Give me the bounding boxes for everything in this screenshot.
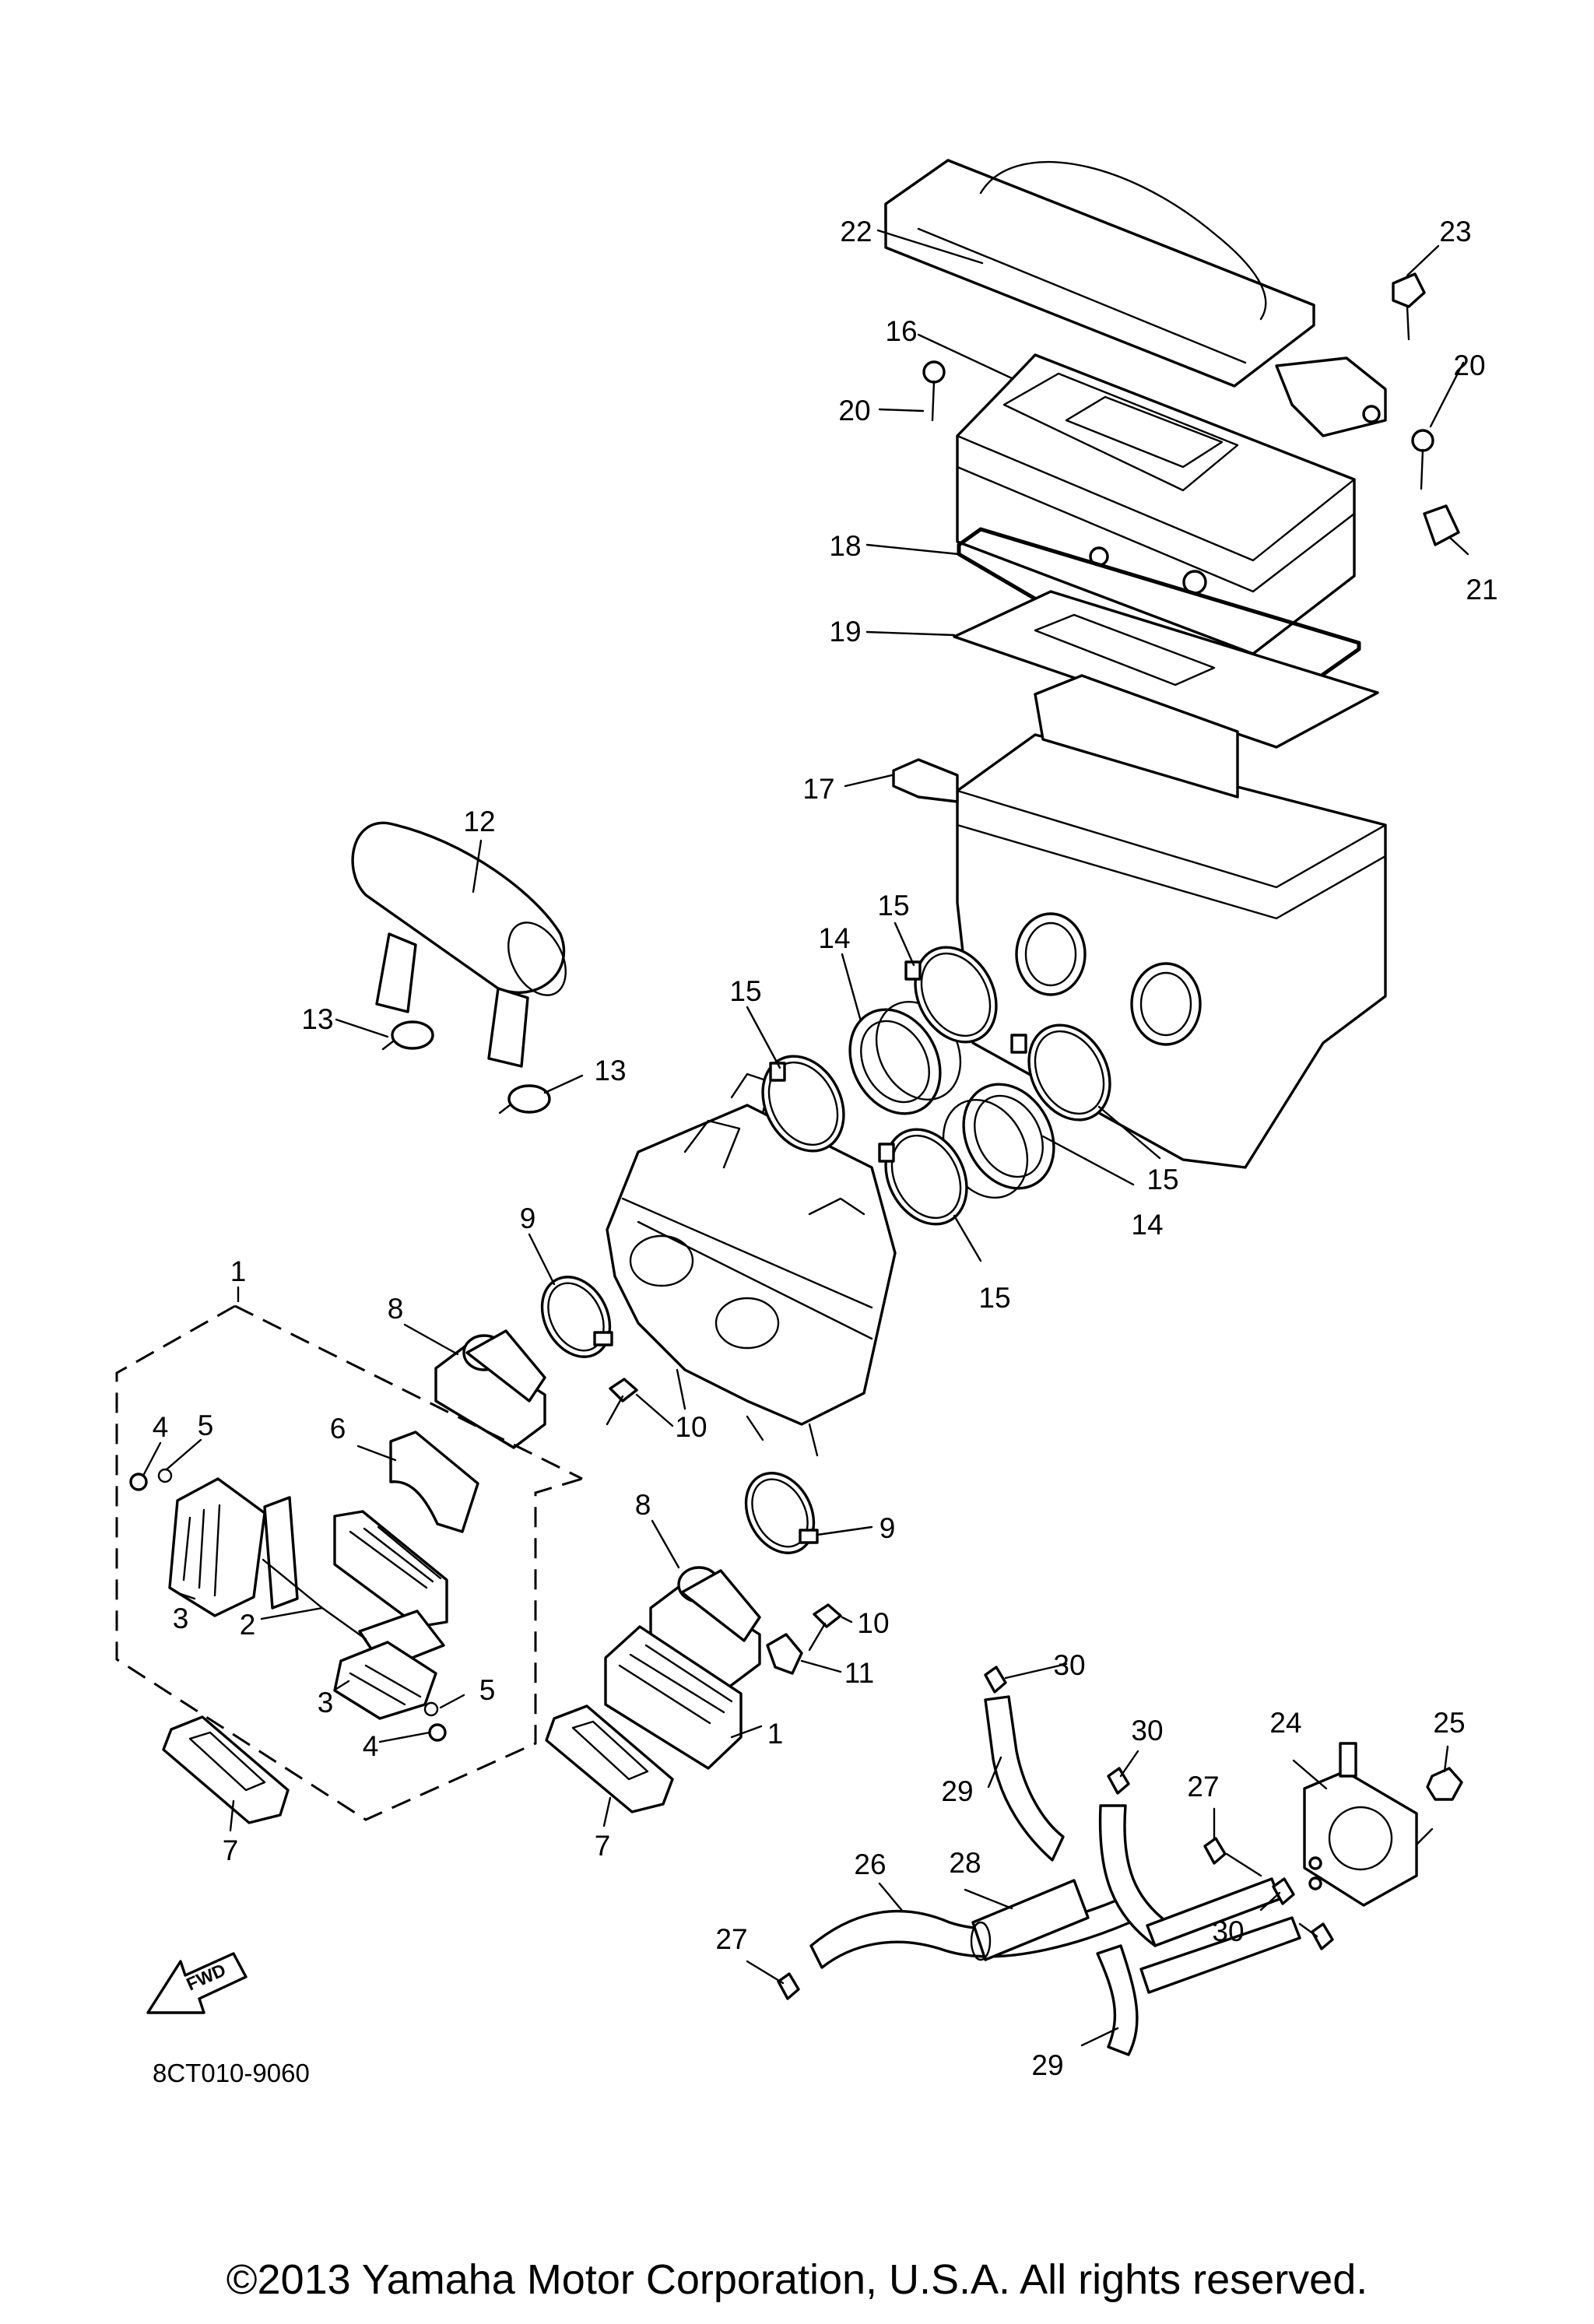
clip-27-upper [1203, 1837, 1227, 1865]
intake-manifold-8-lower [649, 1566, 761, 1689]
callout-2: 2 [240, 1609, 256, 1641]
callout-13: 13 [301, 1003, 333, 1035]
carburetor-assembly [606, 1072, 897, 1457]
joint-14-lower [942, 1083, 1055, 1199]
screw-4-upper [129, 1473, 148, 1491]
callout-17: 17 [802, 773, 834, 805]
callout-30: 30 [1053, 1649, 1085, 1681]
clamp-15-b [904, 946, 998, 1044]
joint-14-upper [848, 1000, 962, 1115]
callout-9: 9 [520, 1202, 536, 1234]
screw-20-left [922, 360, 946, 422]
copyright-notice: ©2013 Yamaha Motor Corporation, U.S.A. A… [226, 2256, 1368, 2303]
intake-manifold-8-upper [434, 1329, 546, 1449]
callout-29: 29 [1031, 2049, 1063, 2081]
screw-4-lower [428, 1723, 447, 1742]
clip-nut-21 [1423, 504, 1460, 546]
callout-15: 15 [877, 890, 909, 922]
callout-11: 11 [844, 1657, 874, 1689]
callout-23: 23 [1439, 216, 1471, 247]
callout-10: 10 [675, 1411, 707, 1443]
clip-30-a [984, 1666, 1007, 1694]
gasket-7-left [162, 1715, 290, 1824]
clamp-9-lower [744, 1472, 819, 1554]
clamp-15-d [878, 1128, 968, 1226]
clamp-15-a [761, 1055, 845, 1153]
air-box-cover-16 [956, 353, 1387, 655]
reed-stopper-3-upper [168, 1477, 266, 1617]
callout-27: 27 [1187, 1771, 1219, 1803]
nut-25 [1426, 1767, 1463, 1801]
reed-stopper-3-lower [333, 1641, 437, 1720]
callout-3: 3 [318, 1687, 334, 1718]
callout-21: 21 [1466, 574, 1497, 606]
callout-25: 25 [1433, 1707, 1465, 1739]
air-filter-element-22 [884, 159, 1315, 388]
callout-8: 8 [635, 1489, 651, 1521]
clip-27-lower [777, 1972, 800, 2000]
callout-1: 1 [230, 1255, 247, 1287]
callout-6: 6 [330, 1413, 346, 1445]
callout-10: 10 [857, 1607, 889, 1639]
hose-29-upper [984, 1695, 1065, 1862]
intake-silencer-12 [351, 821, 567, 1068]
callout-16: 16 [885, 315, 917, 347]
callout-5: 5 [198, 1409, 214, 1441]
clamp-9-upper [540, 1276, 613, 1358]
callout-15: 15 [1146, 1164, 1178, 1195]
hose-29-lower [1096, 1804, 1301, 2056]
callout-27: 27 [715, 1923, 747, 1955]
callout-20: 20 [1453, 349, 1485, 381]
screw-23 [1392, 272, 1426, 341]
screw-20-right [1411, 429, 1434, 490]
clip-30-b [1107, 1767, 1130, 1795]
washer-5-upper [157, 1468, 173, 1483]
callout-24: 24 [1269, 1707, 1301, 1739]
callout-labels: 1 1 2 3 3 4 4 5 5 6 7 7 8 8 9 9 10 10 11… [153, 216, 1498, 2081]
reed-valve-assembly-1-outline [115, 1304, 583, 1821]
air-box-case-17 [892, 674, 1387, 1169]
callout-13: 13 [594, 1055, 626, 1087]
callout-7: 7 [595, 1830, 611, 1862]
callout-4: 4 [153, 1411, 169, 1443]
bolt-10-upper [606, 1378, 638, 1426]
callout-15: 15 [729, 975, 761, 1007]
callout-29: 29 [941, 1775, 973, 1807]
callout-7: 7 [223, 1834, 239, 1866]
cap-13-right [498, 1084, 551, 1115]
callout-5: 5 [479, 1674, 496, 1706]
clip-30-c [1272, 1877, 1334, 1950]
gasket-7-right [545, 1704, 674, 1813]
callout-19: 19 [829, 616, 861, 648]
callout-9: 9 [880, 1512, 896, 1544]
protector-28 [970, 1879, 1090, 1961]
callout-26: 26 [854, 1848, 886, 1880]
reed-valve-1-right [604, 1625, 743, 1770]
fwd-arrow-icon: FWD [146, 1952, 248, 2014]
fuel-pump-24 [1303, 1742, 1418, 1907]
callout-8: 8 [388, 1293, 404, 1325]
sleeve-11 [766, 1633, 803, 1675]
reed-valve-holder-6 [389, 1431, 479, 1533]
cap-13-left [381, 1020, 434, 1051]
callout-15: 15 [978, 1282, 1010, 1314]
leader-lines [142, 229, 1469, 2047]
drawing-code: 8CT010-9060 [153, 2059, 310, 2087]
callout-28: 28 [949, 1847, 981, 1879]
callout-12: 12 [463, 806, 495, 837]
callout-22: 22 [840, 216, 872, 247]
callout-14: 14 [818, 922, 850, 954]
callout-30: 30 [1131, 1715, 1163, 1747]
washer-5-lower [423, 1701, 439, 1717]
bolt-10-lower [808, 1603, 842, 1652]
clamp-15-c [1010, 1023, 1111, 1122]
callout-4: 4 [363, 1730, 379, 1762]
callout-18: 18 [829, 530, 861, 562]
callout-3: 3 [173, 1603, 189, 1634]
callout-20: 20 [838, 395, 870, 427]
callout-1: 1 [767, 1718, 784, 1750]
callout-14: 14 [1131, 1209, 1163, 1241]
callout-30: 30 [1212, 1915, 1244, 1947]
